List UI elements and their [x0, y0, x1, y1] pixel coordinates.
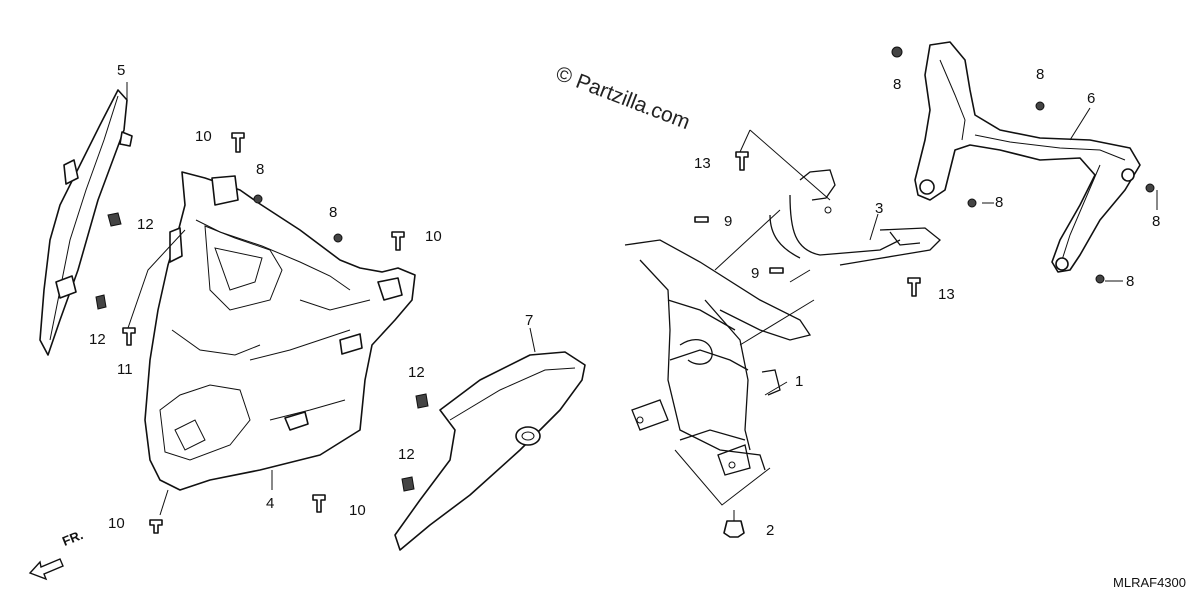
callout-11: 11: [117, 361, 133, 378]
callout-12-left: 12: [137, 216, 154, 233]
callout-8-right: 8: [1152, 213, 1161, 230]
callout-1: 1: [795, 373, 804, 390]
part-4-front-inner-cover: [144, 171, 416, 491]
callout-6: 6: [1087, 90, 1096, 107]
callout-2: 2: [766, 522, 775, 539]
part-7-lower-cover: [394, 351, 586, 551]
callout-8-lower-right: 8: [1126, 273, 1135, 290]
leader-lines: [126, 82, 1158, 521]
callout-7: 7: [525, 312, 534, 329]
diagram-code: MLRAF4300: [1113, 575, 1186, 590]
callout-8-top: 8: [1036, 66, 1045, 83]
part-5-left-side-cover: [39, 89, 133, 356]
callout-3: 3: [875, 200, 884, 217]
callout-8-center: 8: [329, 204, 338, 221]
fasteners: [95, 46, 1155, 538]
callout-12-lower-left: 12: [89, 331, 106, 348]
part-6-upper-stay: [914, 41, 1141, 273]
callout-8-mid: 8: [995, 194, 1004, 211]
callout-10-top: 10: [195, 128, 212, 145]
callout-5: 5: [117, 62, 126, 79]
callout-4: 4: [266, 495, 275, 512]
callout-8-top-left: 8: [893, 76, 902, 93]
part-1-stay: [624, 239, 812, 476]
callout-12-middle: 12: [408, 364, 425, 381]
front-arrow-icon: [28, 558, 64, 581]
callout-8-upper: 8: [256, 161, 265, 178]
callout-13-upper: 13: [694, 155, 711, 172]
callout-9-upper: 9: [724, 213, 733, 230]
callout-12-lower: 12: [398, 446, 415, 463]
callout-10-bottom-left: 10: [108, 515, 125, 532]
part-3-wire-stay: [769, 169, 941, 266]
callout-10-bottom: 10: [349, 502, 366, 519]
callout-13-lower: 13: [938, 286, 955, 303]
callout-9-lower: 9: [751, 265, 760, 282]
callout-10-right: 10: [425, 228, 442, 245]
